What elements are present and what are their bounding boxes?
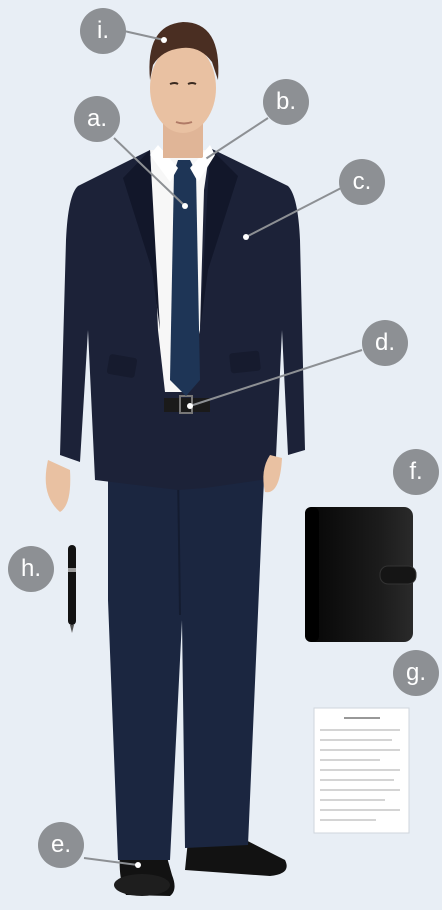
- label-i: i.: [80, 8, 126, 54]
- label-e: e.: [38, 822, 84, 868]
- label-g: g.: [393, 650, 439, 696]
- belt: [164, 396, 210, 413]
- leather-portfolio: [305, 507, 416, 642]
- label-f: f.: [393, 449, 439, 495]
- label-h: h.: [8, 546, 54, 592]
- label-b: b.: [263, 79, 309, 125]
- head: [149, 22, 218, 158]
- pen: [68, 545, 76, 633]
- resume-document: [314, 708, 409, 833]
- trousers: [108, 460, 265, 860]
- label-a: a.: [74, 96, 120, 142]
- label-d: d.: [362, 320, 408, 366]
- label-c: c.: [339, 159, 385, 205]
- left-hand: [46, 460, 71, 512]
